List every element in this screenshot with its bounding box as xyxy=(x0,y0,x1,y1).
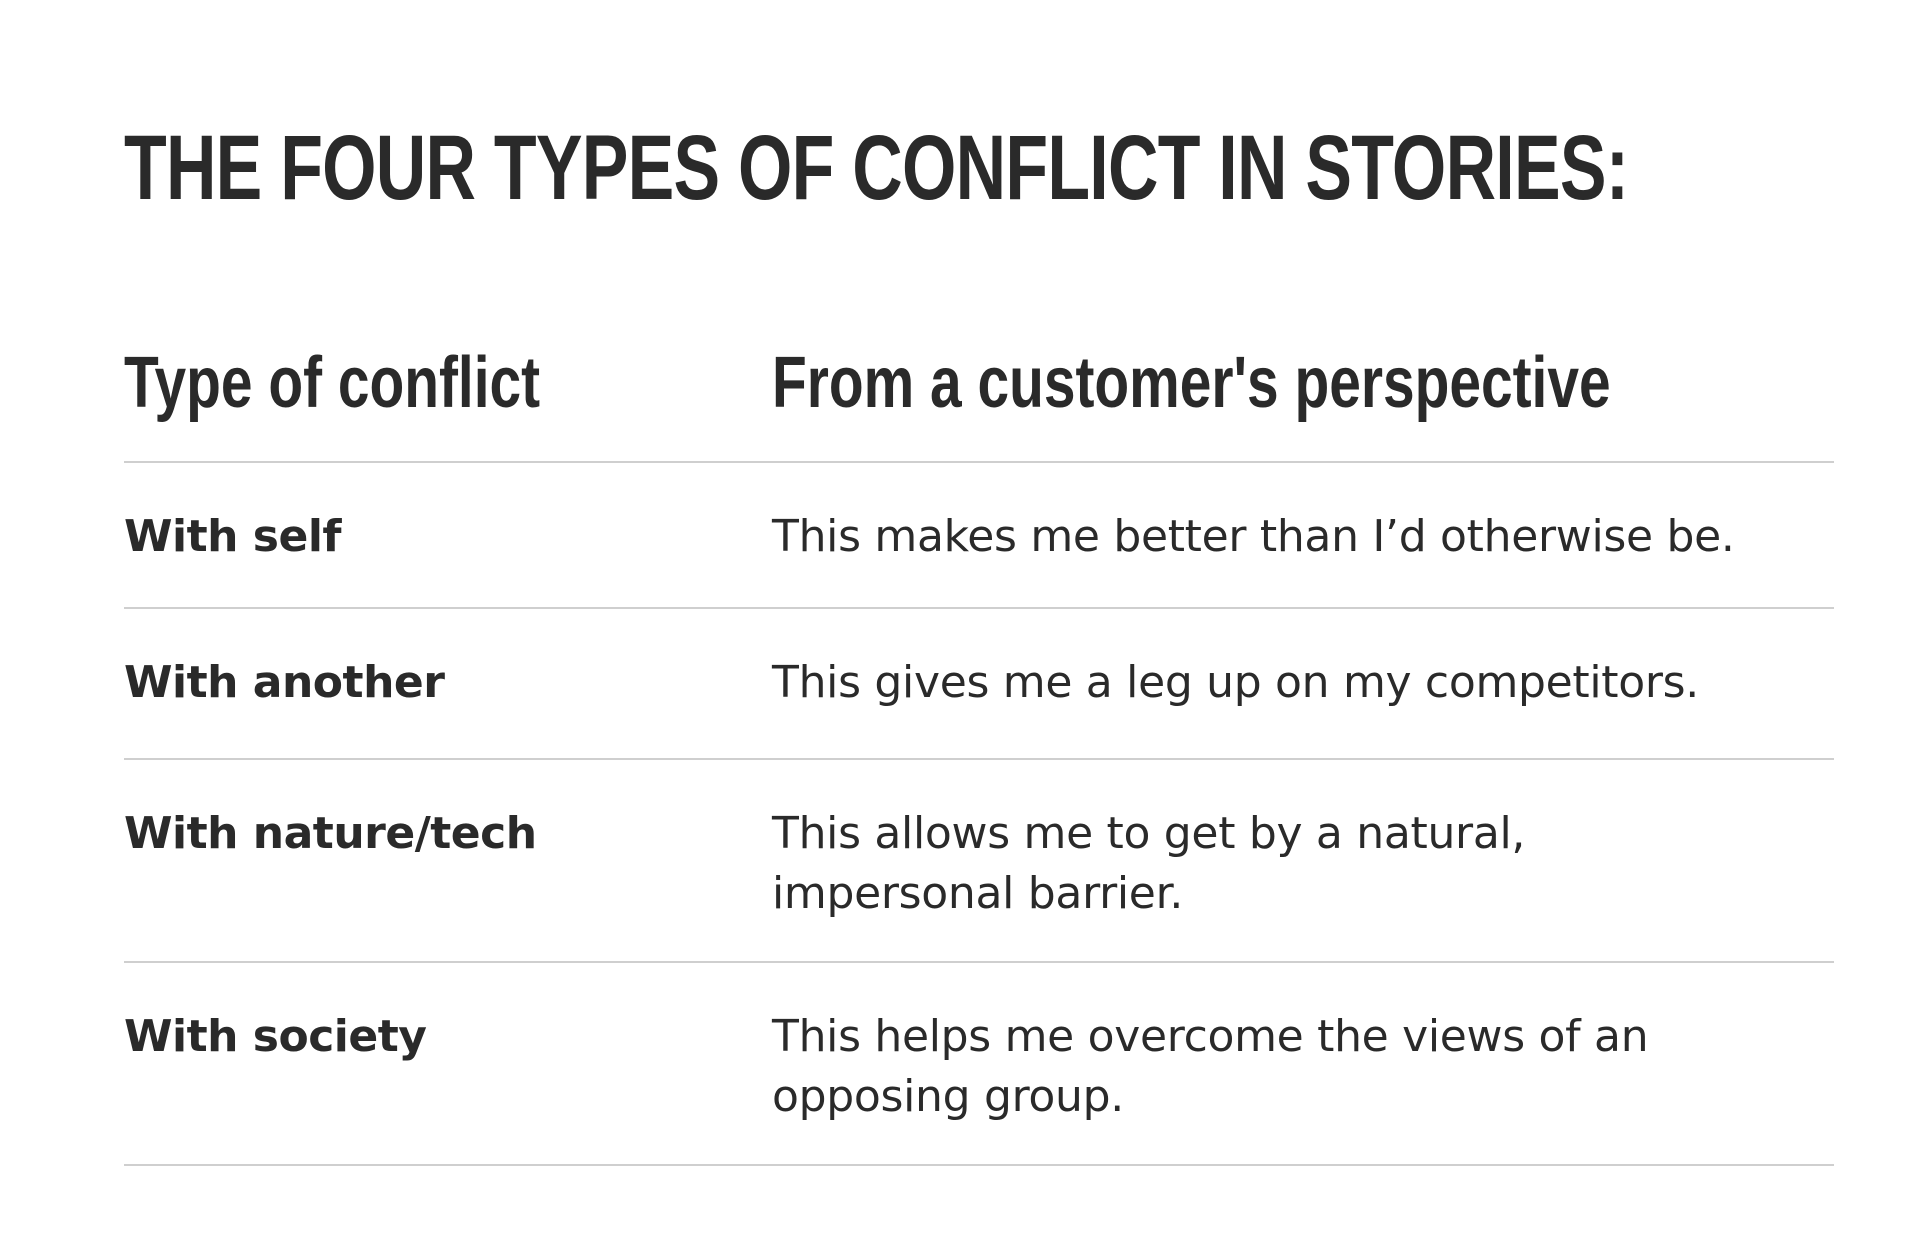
perspective-cell: This makes me better than I’d otherwise … xyxy=(772,511,1735,562)
perspective-cell: This gives me a leg up on my competitors… xyxy=(772,657,1699,708)
perspective-cell: This allows me to get by a natural, impe… xyxy=(772,808,1526,919)
conflict-type-cell: With self xyxy=(124,511,342,562)
column-header-type: Type of conflict xyxy=(124,343,541,423)
table-row: With nature/tech This allows me to get b… xyxy=(124,760,1834,963)
perspective-cell: This helps me overcome the views of an o… xyxy=(772,1011,1649,1122)
conflict-type-cell: With nature/tech xyxy=(124,808,537,859)
conflict-type-cell: With society xyxy=(124,1011,427,1062)
page-title: THE FOUR TYPES OF CONFLICT IN STORIES: xyxy=(124,117,1629,219)
table-row: With another This gives me a leg up on m… xyxy=(124,609,1834,760)
conflict-type-cell: With another xyxy=(124,657,445,708)
table-row: With society This helps me overcome the … xyxy=(124,963,1834,1166)
column-header-perspective: From a customer's perspective xyxy=(772,343,1611,423)
table-header: Type of conflict From a customer's persp… xyxy=(124,330,1834,463)
conflict-table: Type of conflict From a customer's persp… xyxy=(124,330,1834,1166)
table-row: With self This makes me better than I’d … xyxy=(124,463,1834,609)
